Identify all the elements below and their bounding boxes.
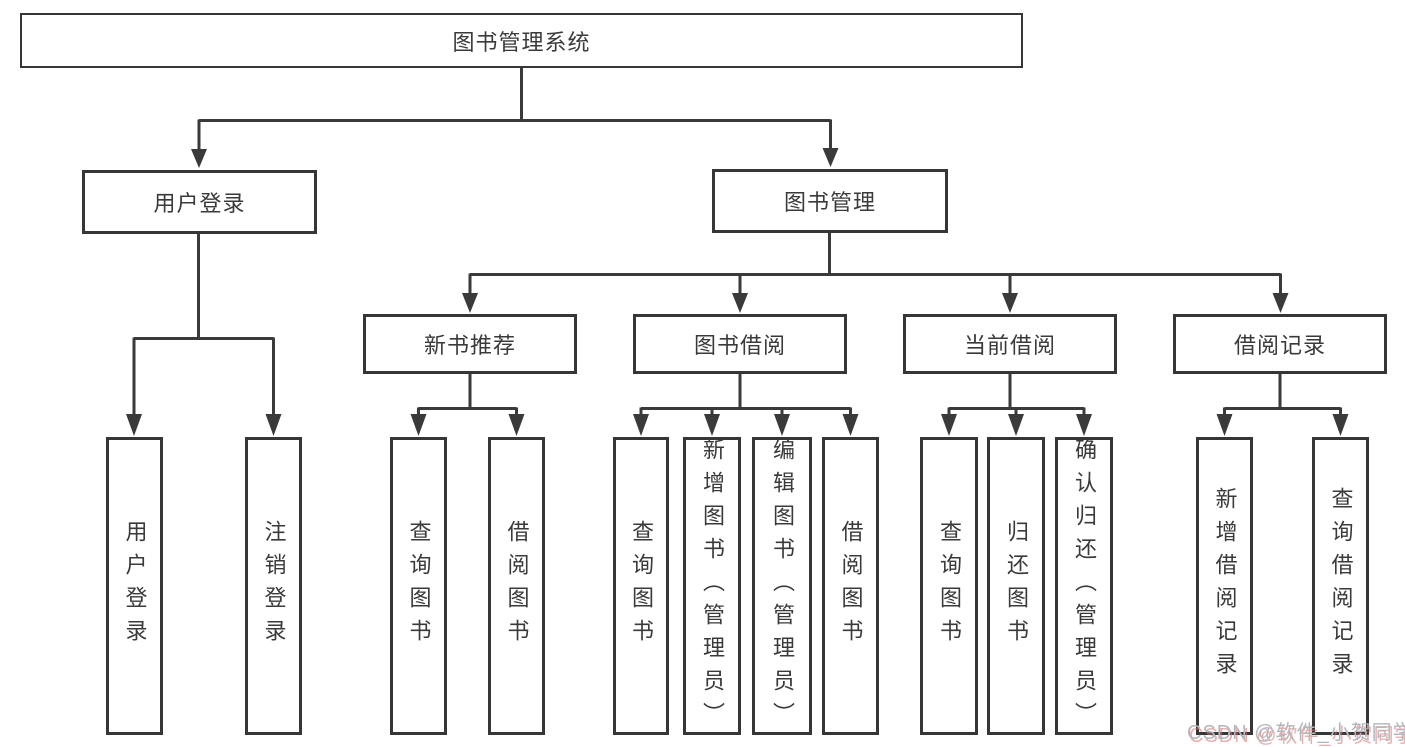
leaf-borrow-books: 借阅图书 xyxy=(822,437,879,735)
leaf-borrow-books-recommend: 借阅图书 xyxy=(488,437,545,735)
node-book-borrowing: 图书借阅 xyxy=(633,314,847,374)
node-label: 新增借阅记录 xyxy=(1212,487,1238,685)
node-label: 新增图书（管理员） xyxy=(700,437,725,735)
node-new-book-recommendation: 新书推荐 xyxy=(363,314,577,374)
node-current-borrowing: 当前借阅 xyxy=(903,314,1117,374)
node-label: 归还图书 xyxy=(1004,520,1029,652)
node-label: 编辑图书（管理员） xyxy=(770,437,795,735)
leaf-edit-books-admin: 编辑图书（管理员） xyxy=(752,437,812,735)
node-label: 确认归还（管理员） xyxy=(1072,437,1097,735)
node-label: 借阅图书 xyxy=(838,520,864,652)
node-label: 查询图书 xyxy=(406,520,432,652)
node-label: 查询图书 xyxy=(629,520,654,652)
node-label: 当前借阅 xyxy=(963,333,1056,358)
leaf-query-borrow-record: 查询借阅记录 xyxy=(1312,437,1369,735)
leaf-logout: 注销登录 xyxy=(245,437,302,735)
node-label: 图书借阅 xyxy=(693,333,786,358)
node-label: 图书管理系统 xyxy=(452,29,591,55)
leaf-add-borrow-record: 新增借阅记录 xyxy=(1196,437,1253,735)
node-label: 借阅记录 xyxy=(1233,333,1326,358)
leaf-query-books-borrow: 查询图书 xyxy=(613,437,669,735)
leaf-confirm-return-admin: 确认归还（管理员） xyxy=(1055,437,1113,735)
leaf-query-books-current: 查询图书 xyxy=(920,437,978,735)
leaf-return-books: 归还图书 xyxy=(987,437,1045,735)
node-label: 借阅图书 xyxy=(504,520,530,652)
node-label: 用户登录 xyxy=(122,520,148,652)
leaf-add-books-admin: 新增图书（管理员） xyxy=(683,437,741,735)
leaf-query-books-recommend: 查询图书 xyxy=(390,437,447,735)
watermark-text: CSDN @软件_小贺同学 xyxy=(1187,722,1405,744)
node-label: 新书推荐 xyxy=(423,333,516,358)
node-label: 图书管理 xyxy=(783,190,876,215)
node-label: 查询借阅记录 xyxy=(1328,487,1354,685)
leaf-user-login: 用户登录 xyxy=(106,437,163,735)
node-book-management: 图书管理 xyxy=(712,169,948,233)
node-library-management-system: 图书管理系统 xyxy=(20,13,1023,68)
node-label: 查询图书 xyxy=(937,520,962,652)
node-label: 注销登录 xyxy=(261,520,287,652)
arrowheads xyxy=(126,148,1349,436)
node-borrowing-records: 借阅记录 xyxy=(1173,314,1387,374)
node-user-login: 用户登录 xyxy=(82,170,317,234)
node-label: 用户登录 xyxy=(153,191,246,216)
